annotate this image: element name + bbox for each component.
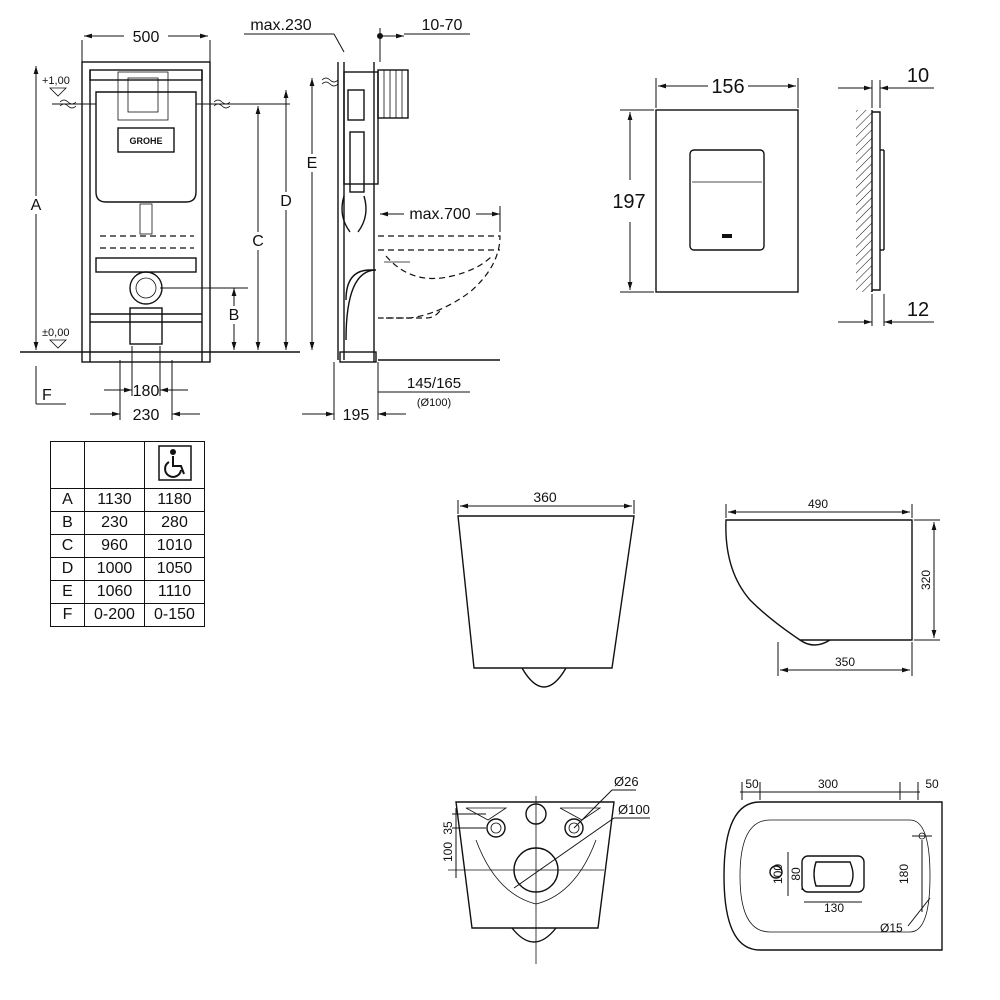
drain-offset-label: 145/165 bbox=[407, 375, 461, 392]
drain-diameter-label: (Ø100) bbox=[417, 397, 451, 409]
bowl-back-outline bbox=[455, 801, 615, 929]
bowl-side-outline bbox=[725, 519, 913, 641]
label-d: D bbox=[280, 193, 292, 210]
brand-logo: GROHE bbox=[129, 136, 162, 146]
bowl-outline-dashed bbox=[378, 235, 501, 319]
level-top-label: +1,00 bbox=[42, 75, 70, 87]
flush-plate-side bbox=[377, 69, 409, 119]
wheelchair-icon bbox=[157, 444, 192, 481]
plate-width-label: 156 bbox=[711, 76, 744, 98]
cistern bbox=[95, 91, 197, 203]
label-b: B bbox=[229, 307, 240, 324]
label-e: E bbox=[307, 155, 318, 172]
plate-depth-top-label: 10 bbox=[907, 65, 929, 87]
top-margin-left-label: 50 bbox=[745, 777, 759, 791]
frame-width-label: 500 bbox=[133, 29, 160, 46]
wall-offset-label: max.230 bbox=[250, 17, 311, 34]
frame-dimensions: 500 +1,00 ±0,00 A C D E B F 180 bbox=[28, 29, 320, 424]
bowl-back-view: Ø26 Ø100 35 100 bbox=[441, 774, 650, 964]
bowl-front-outline bbox=[457, 515, 635, 669]
flush-plate-side: 10 12 bbox=[838, 65, 934, 326]
bowl-length-label: 490 bbox=[808, 497, 828, 511]
top-margin-right-label: 50 bbox=[925, 777, 939, 791]
flush-plate-outline bbox=[655, 109, 799, 293]
drain-outlet bbox=[129, 271, 163, 305]
depth-label: 195 bbox=[343, 407, 370, 424]
top-span-label: 300 bbox=[818, 777, 838, 791]
outlet-diameter-label: Ø100 bbox=[618, 802, 650, 817]
side-dimensions: max.230 10-70 max.700 195 145/165 (Ø100) bbox=[244, 17, 501, 424]
top-height-b-label: 80 bbox=[789, 867, 803, 881]
top-height-a-label: 100 bbox=[771, 864, 785, 884]
plate-height-label: 197 bbox=[612, 191, 645, 213]
top-base-width-label: 130 bbox=[824, 901, 844, 915]
bowl-front-view: 360 bbox=[457, 489, 635, 688]
plate-depth-bottom-label: 12 bbox=[907, 299, 929, 321]
hole-offset-b-label: 100 bbox=[441, 842, 455, 862]
spacing-outer-label: 230 bbox=[133, 407, 160, 424]
brand-logo-plate bbox=[117, 127, 175, 153]
frame-outline bbox=[81, 61, 211, 363]
spacing-inner-label: 180 bbox=[133, 383, 160, 400]
label-c: C bbox=[252, 233, 264, 250]
top-spacing-label: 180 bbox=[897, 864, 911, 884]
flush-button bbox=[689, 149, 765, 251]
small-hole-label: Ø15 bbox=[880, 921, 903, 935]
adjust-range-label: 10-70 bbox=[422, 17, 463, 34]
flush-plate-front: 156 197 bbox=[612, 76, 799, 293]
level-zero-label: ±0,00 bbox=[42, 327, 69, 339]
label-a: A bbox=[31, 197, 42, 214]
bowl-side-view: 490 320 350 bbox=[725, 497, 940, 676]
bowl-height-label: 320 bbox=[919, 570, 933, 590]
bowl-top-view: 50 300 50 100 80 130 180 Ø15 bbox=[723, 777, 943, 951]
bowl-base-label: 350 bbox=[835, 655, 855, 669]
bowl-width-label: 360 bbox=[533, 489, 557, 505]
side-cistern bbox=[343, 71, 379, 185]
bowl-top-outline bbox=[723, 801, 943, 951]
label-f: F bbox=[42, 387, 52, 404]
frame-side-view bbox=[321, 28, 501, 363]
table-header-row bbox=[50, 441, 205, 489]
bowl-projection-label: max.700 bbox=[409, 206, 470, 223]
hole-diameter-label: Ø26 bbox=[614, 774, 639, 789]
hole-offset-a-label: 35 bbox=[441, 821, 455, 835]
